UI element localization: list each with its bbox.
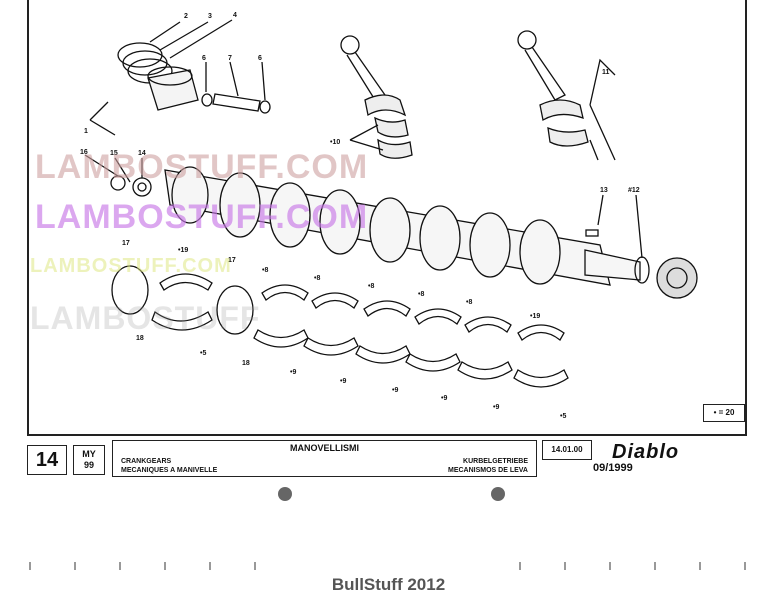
callout-label: 14 <box>138 150 146 157</box>
connecting-rod-icon <box>340 35 413 159</box>
callout-label: •8 <box>262 267 268 274</box>
callout-label: 6 <box>258 55 262 62</box>
callout-label: 15 <box>110 150 118 157</box>
quantity-note: • = 20 <box>703 404 745 422</box>
piston-rings-icon <box>117 42 173 84</box>
model-year-value: 99 <box>83 460 94 470</box>
page-title: MANOVELLISMI <box>290 443 359 453</box>
bearing-shell-icon <box>151 310 569 388</box>
key-icon <box>585 229 599 237</box>
callout-label: •5 <box>200 350 206 357</box>
callout-label: 11 <box>602 69 610 76</box>
callout-label: 4 <box>233 12 237 19</box>
callout-label: •9 <box>392 387 398 394</box>
binder-hole-icon <box>278 487 292 501</box>
callout-label: •8 <box>314 275 320 282</box>
callout-label: •10 <box>330 139 340 146</box>
callout-label: #12 <box>628 187 640 194</box>
callout-label: 2 <box>184 13 188 20</box>
brand-logo: Diablo <box>612 441 680 463</box>
footer-credit: BullStuff 2012 <box>331 575 446 594</box>
title-block: 14 MY 99 MANOVELLISMI CRANKGEARS MECANIQ… <box>27 437 747 479</box>
callout-label: 13 <box>600 187 608 194</box>
callout-label: 6 <box>202 55 206 62</box>
callout-label: •8 <box>466 299 472 306</box>
edition-date: 09/1999 <box>593 462 633 474</box>
watermark: LAMBOSTUFF <box>30 300 261 336</box>
description-box: MANOVELLISMI CRANKGEARS MECANIQUES A MAN… <box>112 440 537 477</box>
callout-label: •19 <box>530 313 540 320</box>
model-year-label: MY <box>82 449 96 459</box>
watermark: LAMBOSTUFF.COM <box>35 198 369 236</box>
callout-label: •8 <box>368 283 374 290</box>
callout-label: •19 <box>178 247 188 254</box>
crankshaft-icon <box>164 166 641 286</box>
watermark: LAMBOSTUFF.COM <box>35 148 369 186</box>
piston-icon <box>147 66 199 111</box>
watermark: LAMBOSTUFF.COM <box>30 255 232 277</box>
callout-label: 3 <box>208 13 212 20</box>
circlip-icon <box>201 93 213 107</box>
callout-label: •9 <box>340 378 346 385</box>
title-english: CRANKGEARS <box>121 458 172 465</box>
binder-holes <box>278 487 505 501</box>
callout-label: 1 <box>84 128 88 135</box>
model-year: MY 99 <box>73 445 105 475</box>
callout-label: 18 <box>136 335 144 342</box>
thrust-washer-icon <box>216 285 254 335</box>
page-number: 14 <box>27 445 67 475</box>
connecting-rod-icon <box>517 30 616 161</box>
callout-label: •9 <box>290 369 296 376</box>
callout-label: 16 <box>80 149 88 156</box>
callout-label: •5 <box>560 413 566 420</box>
timing-gear-icon <box>656 257 698 299</box>
page-margin-marks <box>29 562 746 570</box>
callout-label: 18 <box>242 360 250 367</box>
title-spanish: MECANISMOS DE LEVA <box>448 467 528 474</box>
drawing-frame <box>27 0 747 436</box>
title-french: MECANIQUES A MANIVELLE <box>121 467 218 474</box>
callout-label: 17 <box>228 257 236 264</box>
binder-hole-icon <box>491 487 505 501</box>
callout-label: 17 <box>122 240 130 247</box>
piston-pin-icon <box>212 93 261 112</box>
callout-label: •8 <box>418 291 424 298</box>
callout-label: •9 <box>493 404 499 411</box>
thrust-washer-icon <box>111 265 149 315</box>
section-code: 14.01.00 <box>542 440 592 460</box>
title-german: KURBELGETRIEBE <box>463 458 528 465</box>
circlip-icon <box>259 100 271 114</box>
bearing-shell-icon <box>159 273 565 341</box>
callout-label: •9 <box>441 395 447 402</box>
crankshaft-exploded-diagram: 2 3 4 6 7 6 1 16 15 14 •10 11 13 #12 17 … <box>80 12 698 420</box>
callout-label: 7 <box>228 55 232 62</box>
